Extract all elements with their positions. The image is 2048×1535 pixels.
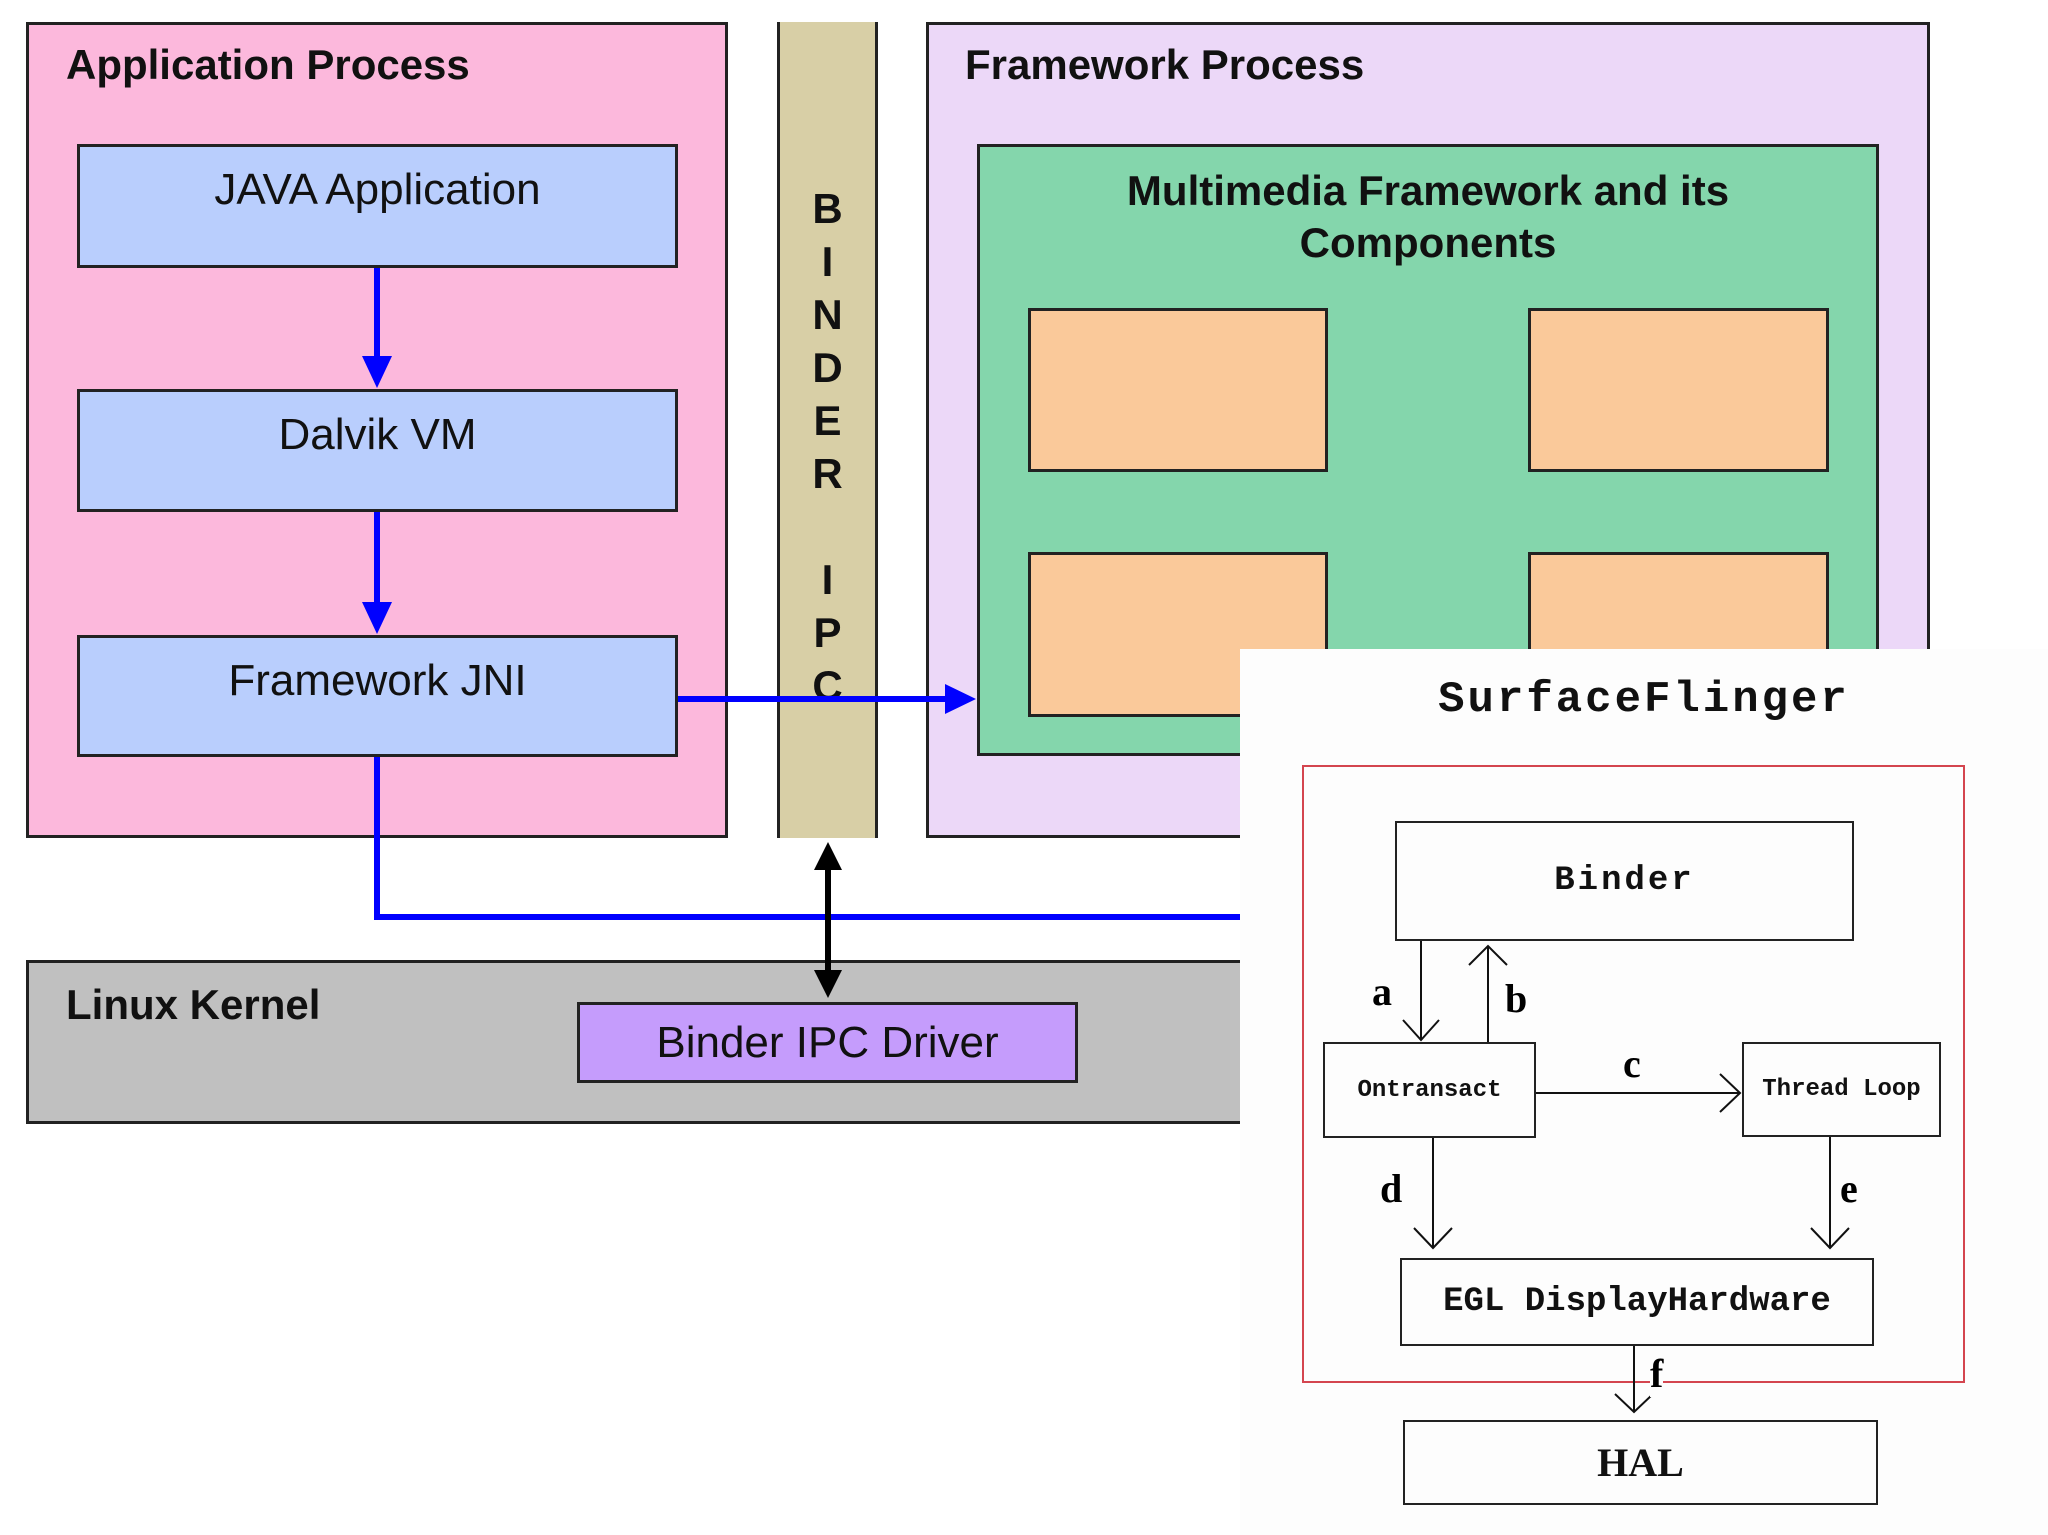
sf-label-f: f — [1650, 1350, 1664, 1397]
sf-label-c: c — [1623, 1041, 1641, 1086]
sf-label-b: b — [1505, 976, 1528, 1021]
sf-arrow-c — [1536, 1073, 1742, 1113]
binder-letter: N — [812, 291, 843, 338]
sf-hal-box: HAL — [1403, 1420, 1878, 1505]
sf-arrow-f — [1614, 1346, 1654, 1414]
component-box — [1528, 308, 1829, 472]
line-jni-to-surfaceflinger — [374, 757, 1240, 920]
framework-process-title: Framework Process — [965, 41, 1365, 88]
binder-ipc-driver-box: Binder IPC Driver — [577, 1002, 1078, 1083]
sf-label-e: e — [1840, 1166, 1858, 1211]
component-box — [1028, 308, 1328, 472]
sf-ontransact-box: Ontransact — [1323, 1042, 1536, 1138]
sf-arrow-e — [1810, 1137, 1850, 1250]
binder-letter: I — [821, 238, 834, 285]
arrow-java-to-dalvik — [362, 268, 392, 388]
sf-binder-box: Binder — [1395, 821, 1854, 941]
dalvik-vm-box: Dalvik VM — [77, 389, 678, 512]
binder-letter: R — [812, 450, 843, 497]
sf-thread-loop-box: Thread Loop — [1742, 1042, 1941, 1137]
java-application-box: JAVA Application — [77, 144, 678, 268]
arrow-dalvik-to-jni — [362, 512, 392, 634]
sf-label-a: a — [1372, 969, 1392, 1014]
binder-letter: E — [813, 397, 842, 444]
sf-arrow-d — [1413, 1138, 1453, 1250]
linux-kernel-title: Linux Kernel — [66, 981, 321, 1028]
sf-arrow-a — [1402, 941, 1440, 1042]
binder-letter: B — [812, 185, 843, 232]
sf-egl-displayhardware-box: EGL DisplayHardware — [1400, 1258, 1874, 1346]
binder-letter: P — [813, 609, 842, 656]
binder-letter: D — [812, 344, 843, 391]
surfaceflinger-title: SurfaceFlinger — [1438, 675, 1850, 725]
binder-letter: I — [821, 556, 834, 603]
application-process-title: Application Process — [66, 41, 470, 88]
arrow-jni-to-framework — [678, 684, 976, 714]
sf-arrow-b — [1468, 944, 1508, 1042]
arrow-binder-bidirectional — [814, 842, 842, 998]
framework-jni-box: Framework JNI — [77, 635, 678, 757]
sf-label-d: d — [1380, 1166, 1403, 1211]
multimedia-framework-title: Multimedia Framework and its Components — [1126, 167, 1730, 266]
